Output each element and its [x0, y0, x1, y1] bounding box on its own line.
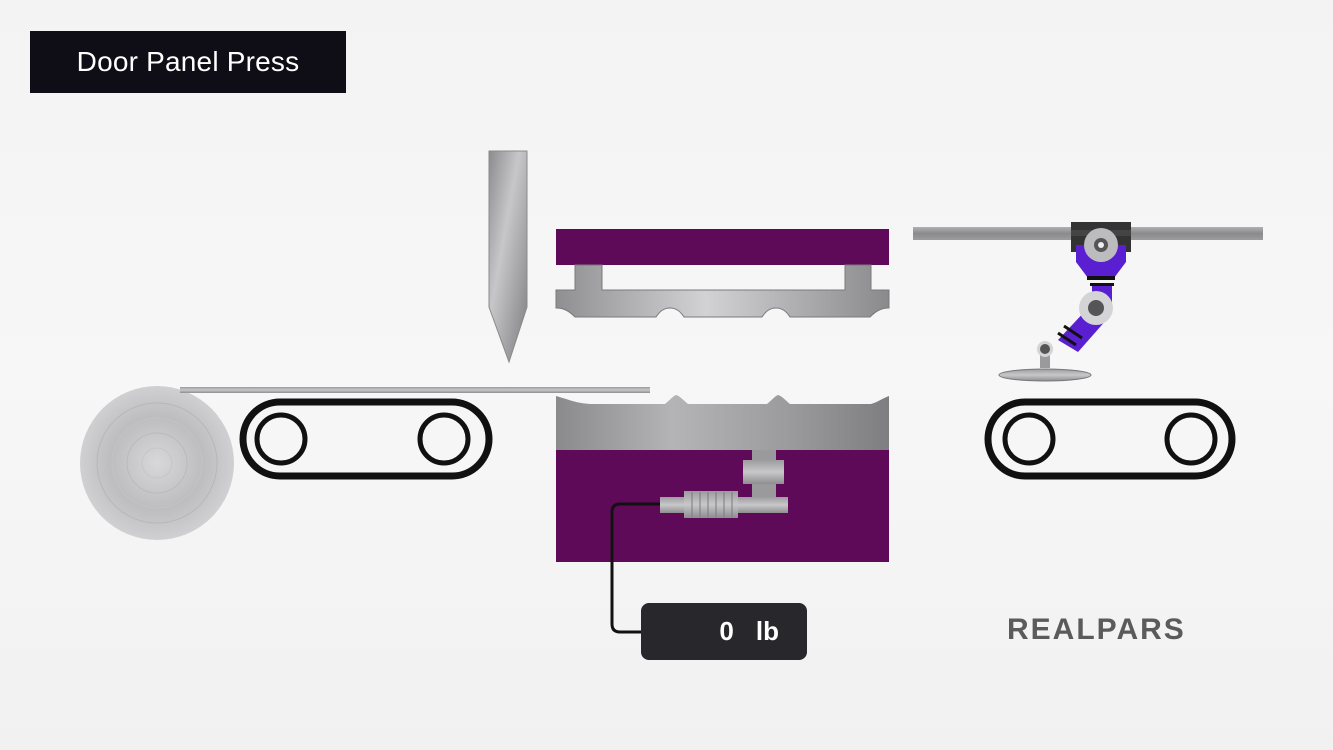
- force-readout-display: 0 lb: [641, 603, 807, 660]
- infeed-conveyor: [239, 398, 493, 480]
- force-unit: lb: [755, 616, 779, 646]
- outfeed-conveyor: [984, 398, 1236, 480]
- sheet-metal-strip: [180, 387, 650, 393]
- robot-arm: [998, 222, 1131, 382]
- load-cell-sensor: [660, 450, 788, 518]
- page-title: Door Panel Press: [30, 31, 346, 93]
- force-value: 0: [719, 616, 734, 646]
- brand-logo: REALPARS: [1007, 612, 1251, 648]
- sensor-cable: [610, 502, 660, 634]
- brand-logo-text: REALPARS: [1007, 613, 1186, 646]
- cutting-blade: [488, 150, 528, 364]
- lower-press-die: [556, 395, 889, 562]
- upper-press-die: [555, 229, 890, 318]
- steel-coil: [80, 386, 234, 540]
- suction-gripper: [998, 368, 1092, 382]
- page-title-text: Door Panel Press: [76, 46, 300, 77]
